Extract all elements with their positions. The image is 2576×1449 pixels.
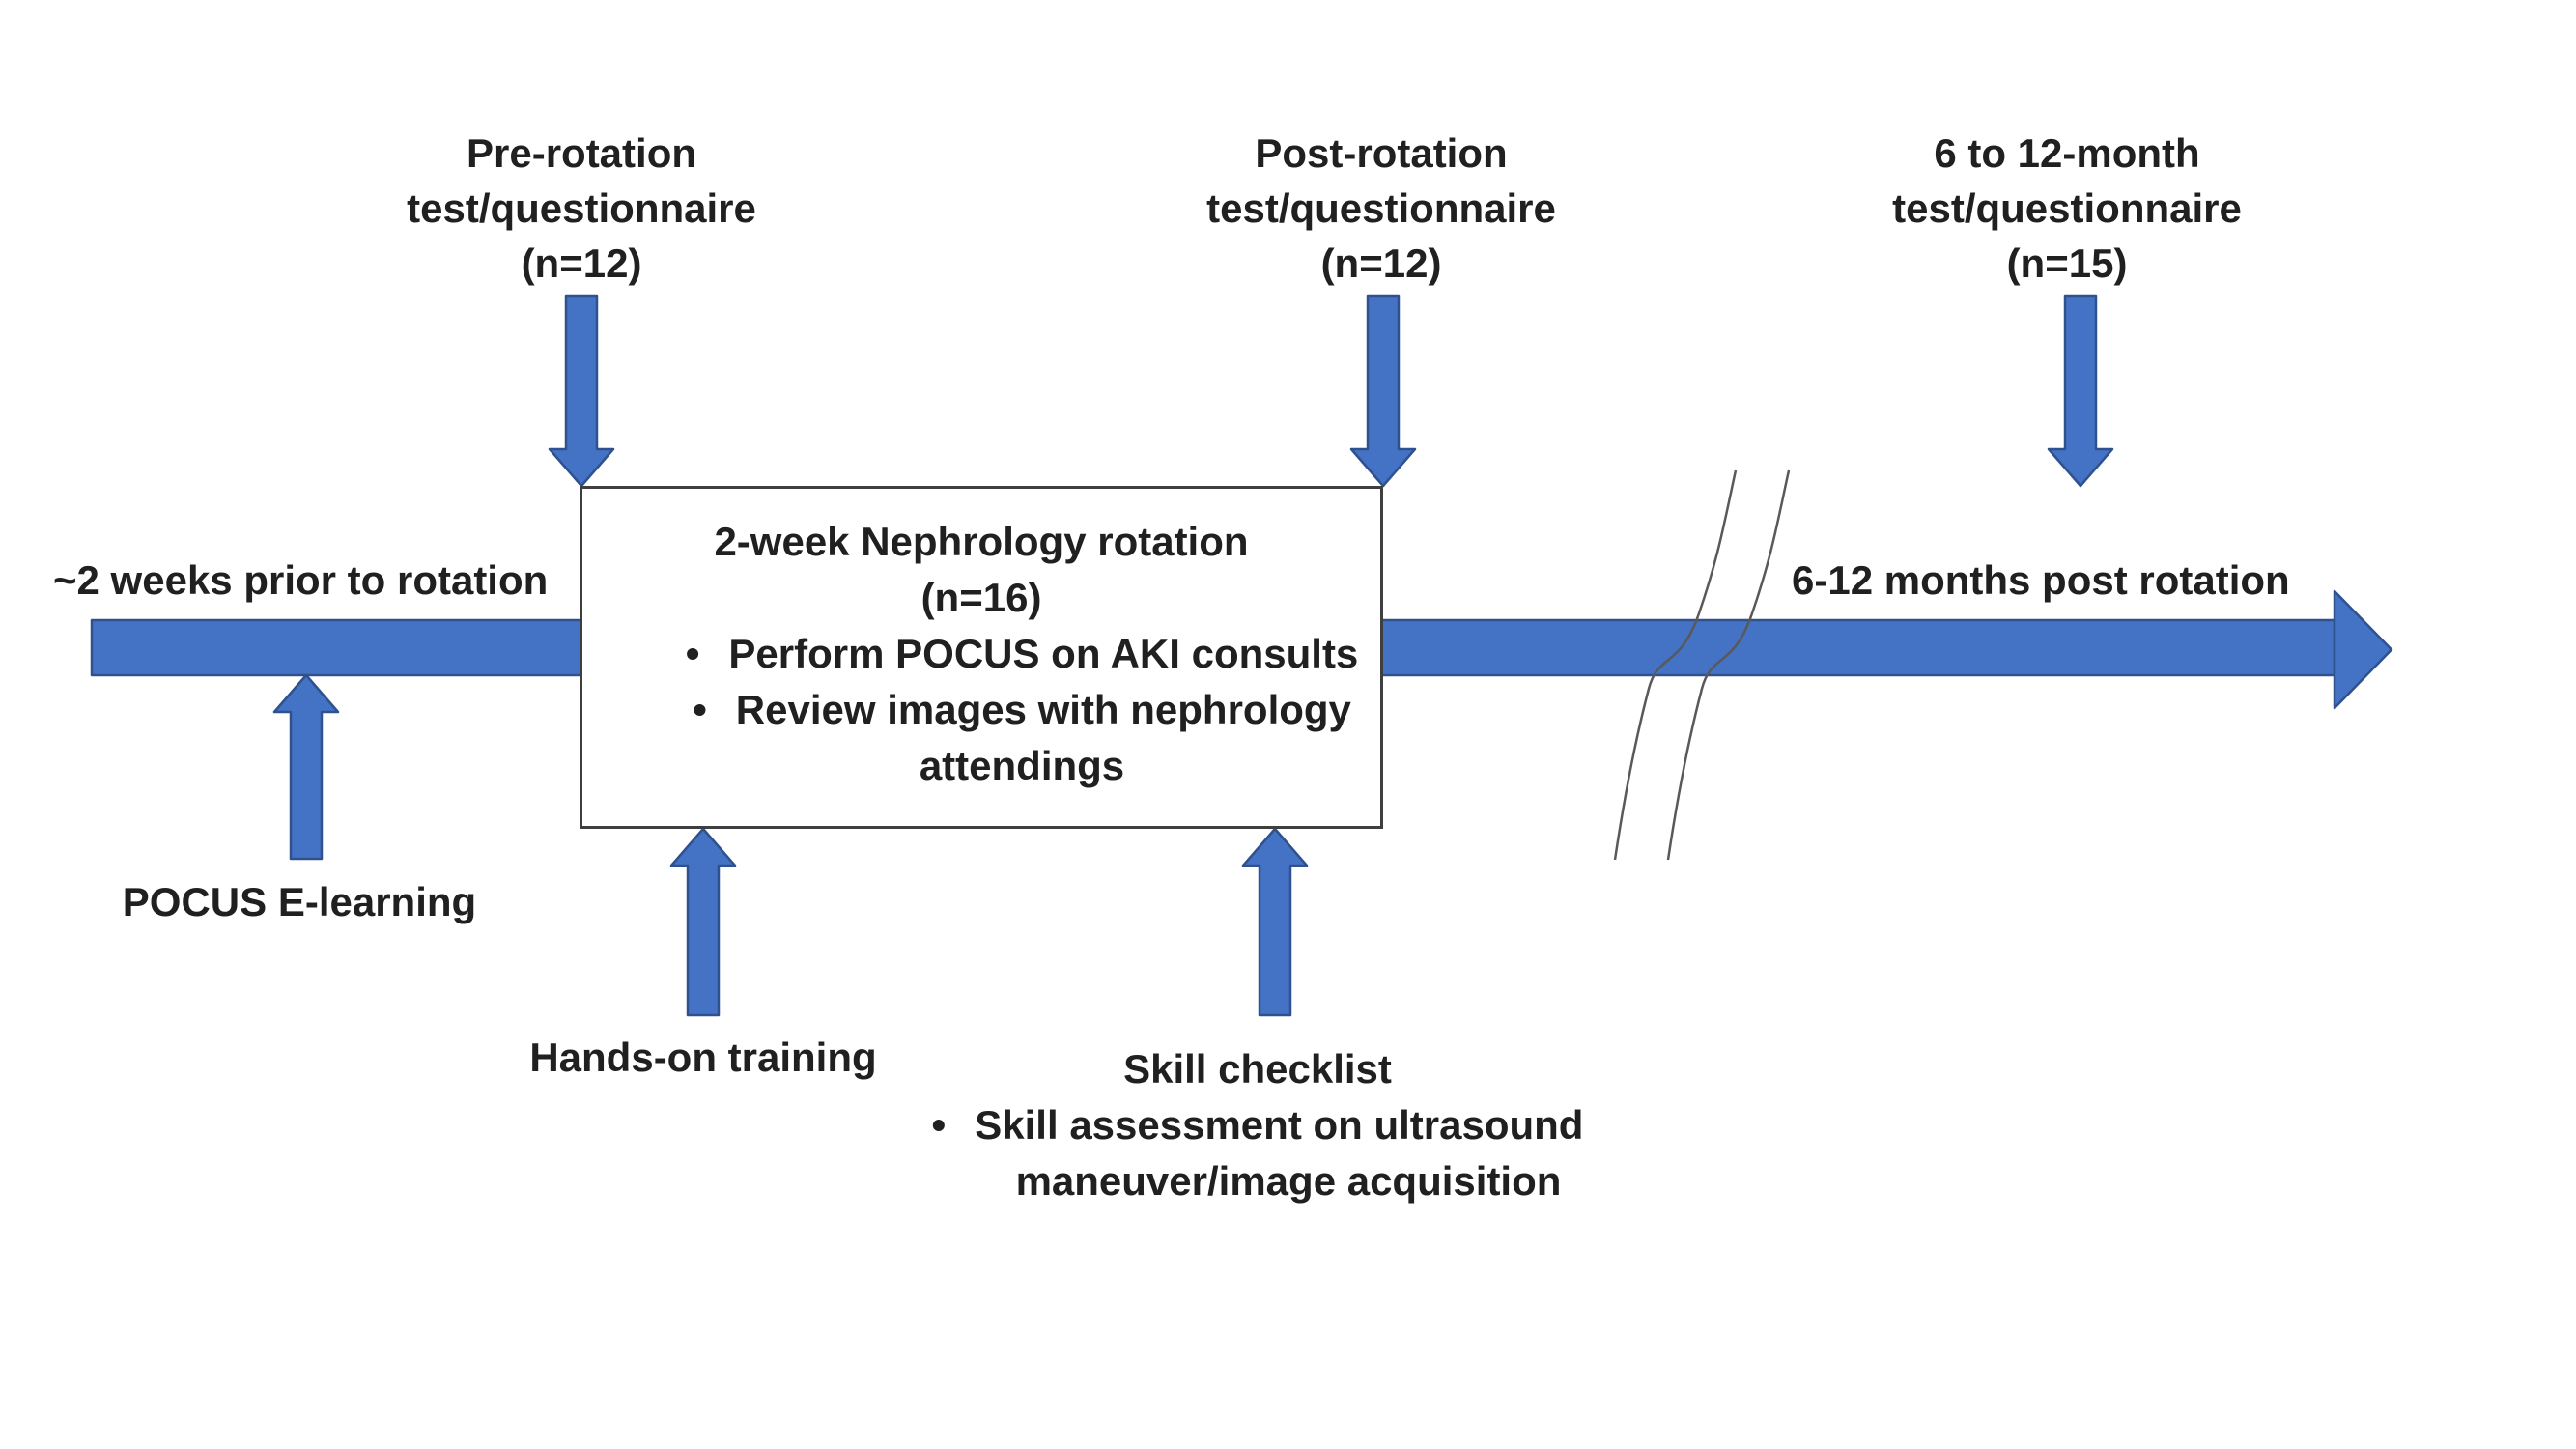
up-arrow-skill-checklist-icon [1241,827,1309,1017]
timeline-break-mark-left [1613,469,1738,861]
six-to-twelve-month-n: (n=15) [2006,241,2128,286]
up-arrow-hands-on-training-icon [669,827,737,1017]
down-arrow-post-rotation-icon [1349,294,1417,488]
hands-on-training-label: Hands-on training [529,1035,877,1080]
rotation-box-n: (n=16) [920,575,1042,620]
six-to-twelve-month-line1: 6 to 12-month [1934,130,2200,176]
skill-checklist-bullet-continuation: maneuver/image acquisition [1015,1158,1562,1204]
rotation-box-title: 2-week Nephrology rotation [714,519,1249,564]
down-arrow-pre-rotation-icon [548,294,615,488]
timeline-break-mark-right [1666,469,1791,861]
pre-rotation-test-n: (n=12) [521,241,642,286]
pre-rotation-test-label: Pre-rotation test/questionnaire (n=12) [407,126,756,291]
post-rotation-test-line2: test/questionnaire [1206,185,1556,231]
pocus-elearning-label: POCUS E-learning [122,879,477,924]
rotation-box-bullet-2-continuation: attendings [919,743,1125,788]
rotation-box-bullet-1: Perform POCUS on AKI consults [664,626,1380,682]
six-to-twelve-month-test-label: 6 to 12-month test/questionnaire (n=15) [1892,126,2242,291]
timeline-left-period-label: ~2 weeks prior to rotation [53,557,549,603]
six-to-twelve-month-line2: test/questionnaire [1892,185,2242,231]
skill-checklist-bullet: Skill assessment on ultrasound [932,1097,1583,1153]
pre-rotation-test-line2: test/questionnaire [407,185,756,231]
post-rotation-test-n: (n=12) [1320,241,1442,286]
rotation-box-bullets: Perform POCUS on AKI consults Review ima… [664,626,1380,794]
down-arrow-6-12-month-icon [2047,294,2114,488]
timeline-right-period-label: 6-12 months post rotation [1792,557,2290,603]
pre-rotation-test-line1: Pre-rotation [466,130,696,176]
timeline-arrowhead-icon [2333,589,2393,710]
up-arrow-pocus-elearning-icon [272,673,340,861]
rotation-box-bullet-2: Review images with nephrology [664,682,1380,738]
skill-checklist-title: Skill checklist [1123,1046,1392,1092]
skill-checklist-block: Skill checklist Skill assessment on ultr… [932,1041,1583,1209]
post-rotation-test-line1: Post-rotation [1255,130,1508,176]
rotation-box: 2-week Nephrology rotation (n=16) Perfor… [580,486,1383,829]
post-rotation-test-label: Post-rotation test/questionnaire (n=12) [1206,126,1556,291]
